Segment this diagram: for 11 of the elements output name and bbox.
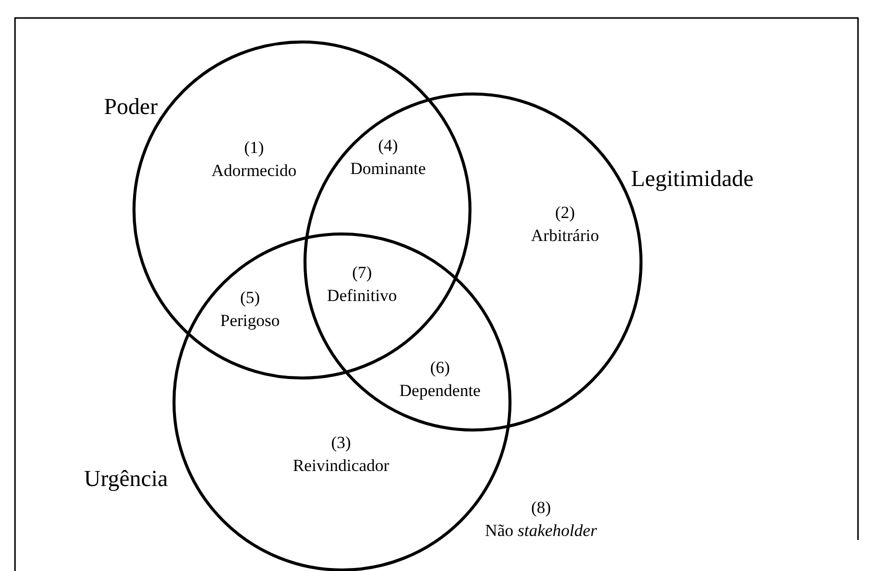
region-label: (4) Dominante [349, 135, 427, 180]
set-label: Urgência [84, 467, 168, 490]
region-label: (5) Perigoso [219, 287, 281, 332]
region-label: (2) Arbitrário [530, 202, 600, 247]
set-label: Legitimidade [631, 167, 754, 190]
region-label: (8) Não stakeholder [484, 497, 598, 542]
region-label: (6) Dependente [398, 357, 482, 402]
region-label: (1) Adormecido [210, 137, 298, 182]
set-label: Poder [104, 95, 158, 118]
region-label: (3) Reivindicador [292, 432, 390, 477]
region-label: (7) Definitivo [326, 262, 398, 307]
